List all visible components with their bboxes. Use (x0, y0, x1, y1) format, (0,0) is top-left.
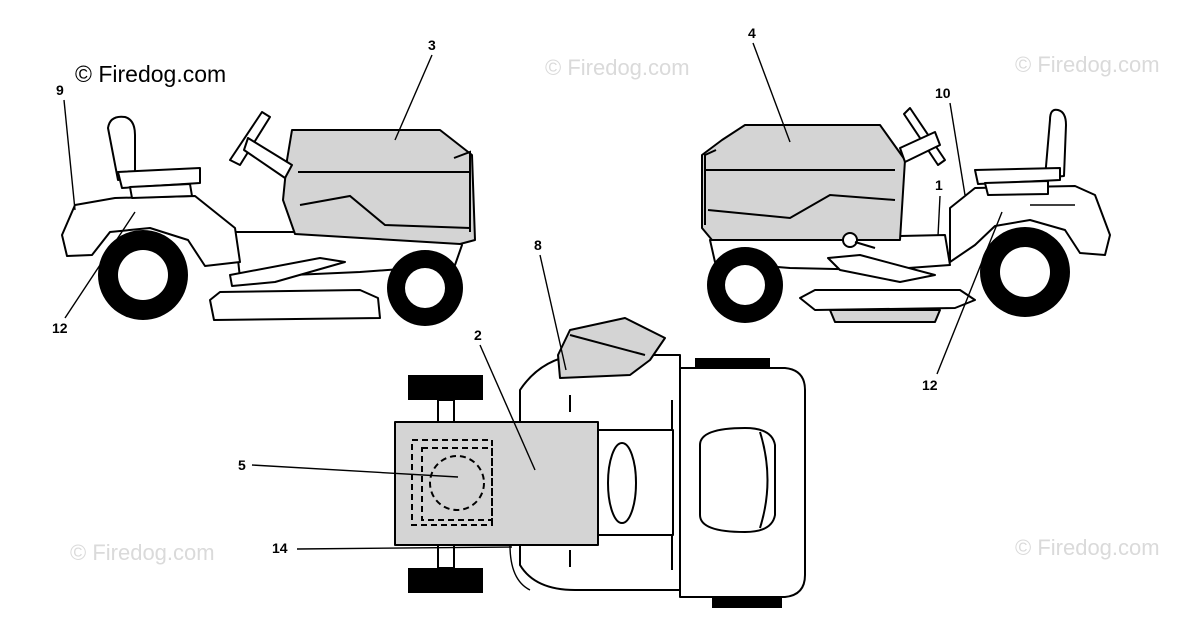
hood-decal-right (701, 124, 906, 241)
leader-1 (937, 195, 941, 237)
grille-left (453, 150, 471, 232)
decal-circle (429, 455, 485, 511)
callout-5: 5 (238, 457, 246, 473)
front-hub-left (405, 268, 445, 308)
tractor-right-side-view (701, 107, 1111, 323)
callout-2: 2 (474, 327, 482, 343)
watermark-top-right: © Firedog.com (1015, 52, 1160, 77)
footrest-left (229, 257, 346, 287)
watermark-top-center: © Firedog.com (545, 55, 690, 80)
leader-12-left (64, 211, 136, 319)
rear-fender-left (61, 195, 241, 267)
leader-10 (949, 102, 966, 196)
rear-hub-left (118, 250, 168, 300)
belt-line (509, 544, 531, 591)
callout-10: 10 (935, 85, 951, 101)
grille-right (704, 149, 717, 225)
callout-14: 14 (272, 540, 288, 556)
seat-cushion-left (117, 167, 201, 189)
seat-cushion-right (974, 167, 1061, 185)
callout-8: 8 (534, 237, 542, 253)
front-tire-top-lower (408, 568, 483, 593)
seat-top (699, 427, 776, 533)
leader-14 (296, 546, 513, 550)
seat-back-right (1044, 108, 1067, 179)
lift-lever (854, 241, 876, 249)
rear-tire-top-lower (712, 596, 782, 608)
mower-deck-left (209, 289, 381, 321)
tractor-left-side-view (61, 111, 476, 326)
copyright-label: © Firedog.com (75, 61, 226, 87)
rear-hub-right (1000, 247, 1050, 297)
leader-4 (752, 42, 791, 143)
front-tire-top-upper (408, 375, 483, 400)
callout-12-right: 12 (922, 377, 938, 393)
hood-contour-right (707, 193, 896, 220)
seat-back-left (107, 115, 136, 181)
discharge-chute (557, 317, 666, 379)
footrest-right (827, 254, 936, 283)
front-hub-right (725, 265, 765, 305)
leader-2 (479, 344, 536, 471)
deck-decal-right (829, 309, 941, 323)
callouts: 3 9 12 4 10 1 12 8 2 5 14 (52, 25, 1003, 556)
steering-wheel-top (607, 442, 637, 524)
leader-12-right (936, 211, 1003, 375)
leader-8 (539, 254, 567, 371)
seat-base-right (984, 180, 1049, 196)
steering-column-right (899, 131, 941, 163)
callout-12-left: 12 (52, 320, 68, 336)
chute-edge (569, 334, 646, 356)
hood-contour-left (299, 194, 471, 229)
lift-lever-knob (842, 232, 858, 248)
seat-back-top (759, 431, 769, 529)
callout-9: 9 (56, 82, 64, 98)
callout-3: 3 (428, 37, 436, 53)
callout-1: 1 (935, 177, 943, 193)
leader-9 (63, 99, 76, 211)
leader-3 (394, 54, 433, 141)
seat-base-left (129, 183, 193, 199)
tractor-top-view (394, 317, 806, 608)
watermark-bottom-right: © Firedog.com (1015, 535, 1160, 560)
watermark-bottom-left: © Firedog.com (70, 540, 215, 565)
leader-5 (251, 464, 459, 478)
front-axle-lower (437, 542, 455, 569)
mower-deck-right (799, 289, 976, 311)
callout-4: 4 (748, 25, 756, 41)
steering-column-left (243, 137, 293, 179)
decal-outline-inner (421, 447, 493, 521)
hood-top-decal (394, 421, 599, 546)
